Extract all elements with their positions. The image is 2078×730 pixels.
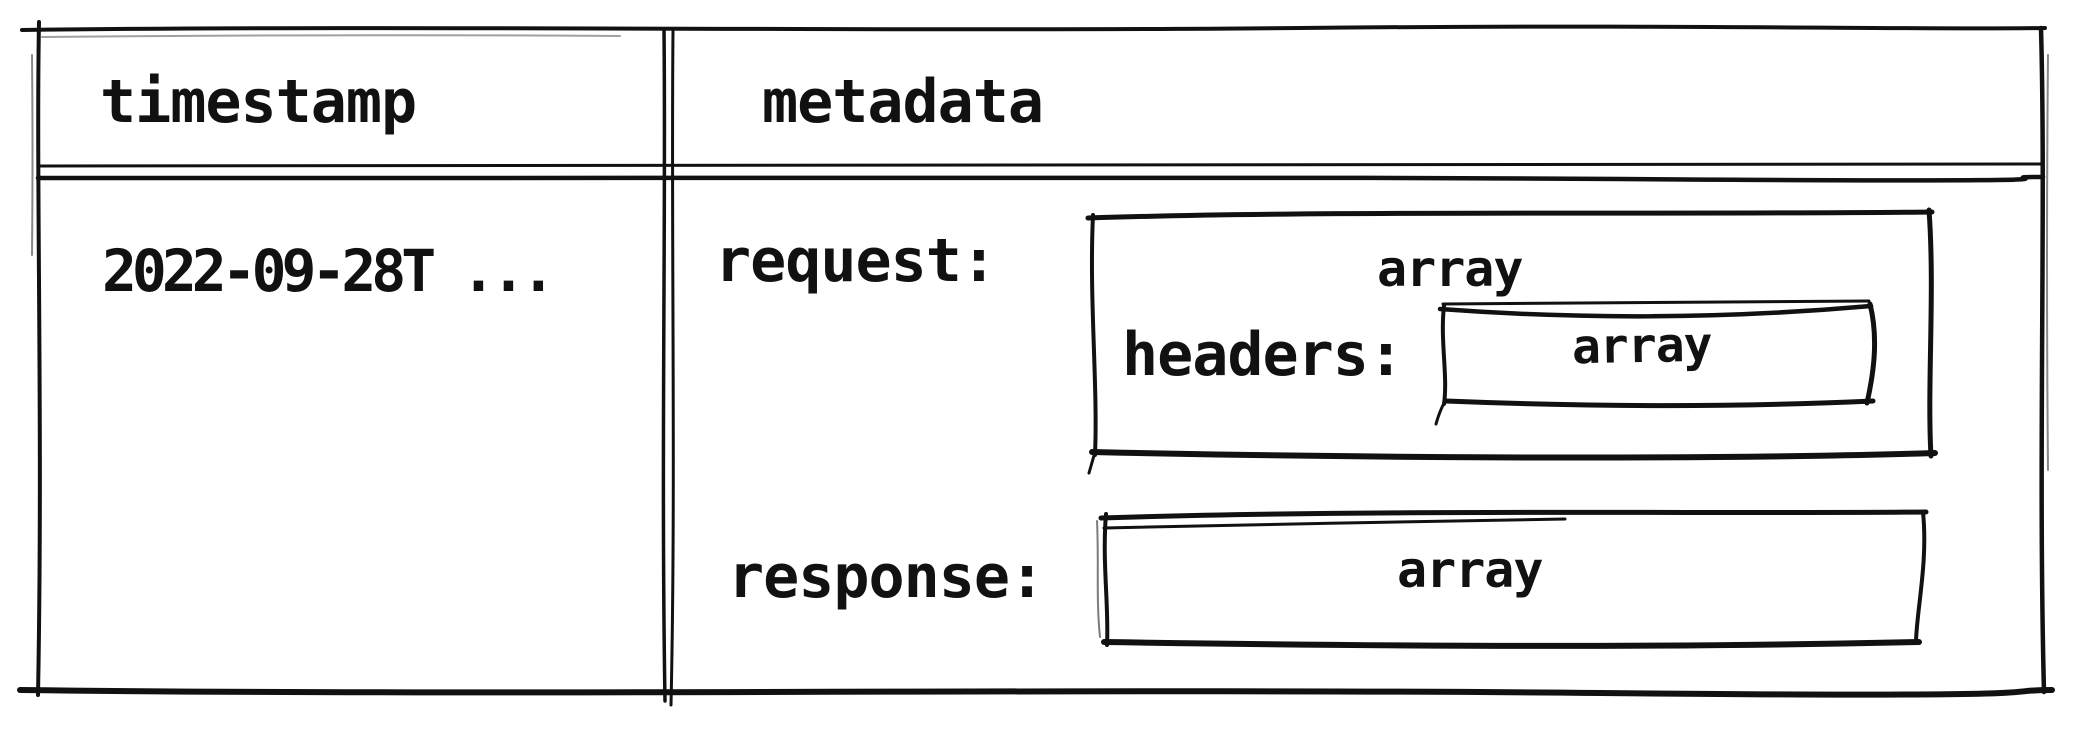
response-field-label: response:: [728, 542, 1045, 612]
headers-field-label: headers:: [1122, 320, 1404, 390]
column-header-metadata: metadata: [762, 67, 1044, 137]
request-array-value: array: [1377, 240, 1524, 298]
column-separator-line: [661, 28, 675, 707]
column-header-timestamp: timestamp: [100, 67, 417, 137]
headers-array-value: array: [1571, 316, 1712, 376]
headers-array-box-border: [1434, 299, 1878, 426]
request-field-label: request:: [715, 226, 997, 296]
table-outer-border: [17, 20, 2055, 698]
response-array-value: array: [1397, 541, 1544, 599]
timestamp-cell-value: 2022-09-28T ...: [102, 237, 556, 305]
header-separator-line: [35, 162, 2046, 183]
request-array-box-border: [1085, 207, 1938, 475]
response-array-box-border: [1096, 509, 1929, 649]
